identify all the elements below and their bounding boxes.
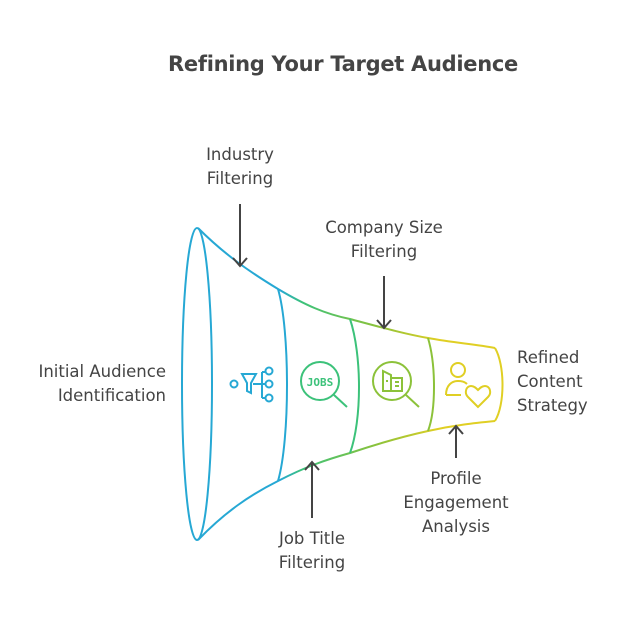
label-job-title-filtering: Job Title Filtering <box>278 529 346 572</box>
diagram-title: Refining Your Target Audience <box>168 52 518 76</box>
label-company-size-filtering: Company Size Filtering <box>325 218 443 261</box>
arrow-profile-engagement <box>448 424 464 458</box>
label-profile-engagement: Profile Engagement Analysis <box>403 469 509 536</box>
jobs-icon-text: JOBS <box>307 376 334 389</box>
segment-divider-1 <box>277 288 288 482</box>
segment-divider-3 <box>427 337 435 432</box>
funnel-opening <box>181 227 213 541</box>
funnel-top-edge <box>197 227 496 349</box>
arrow-industry <box>232 204 248 268</box>
arrow-job-title <box>304 460 320 518</box>
user-heart-icon <box>445 362 492 409</box>
label-industry-filtering: Industry Filtering <box>206 145 274 188</box>
label-refined-content-strategy: Refined Content Strategy <box>517 348 588 415</box>
funnel-network-icon <box>229 366 274 403</box>
funnel-bottom-edge <box>197 420 496 541</box>
segment-end <box>494 347 504 422</box>
jobs-search-icon: JOBS <box>300 361 348 408</box>
building-search-icon <box>372 361 420 408</box>
segment-divider-2 <box>349 318 360 454</box>
arrow-company-size <box>376 276 392 330</box>
label-initial-audience: Initial Audience Identification <box>38 362 166 405</box>
